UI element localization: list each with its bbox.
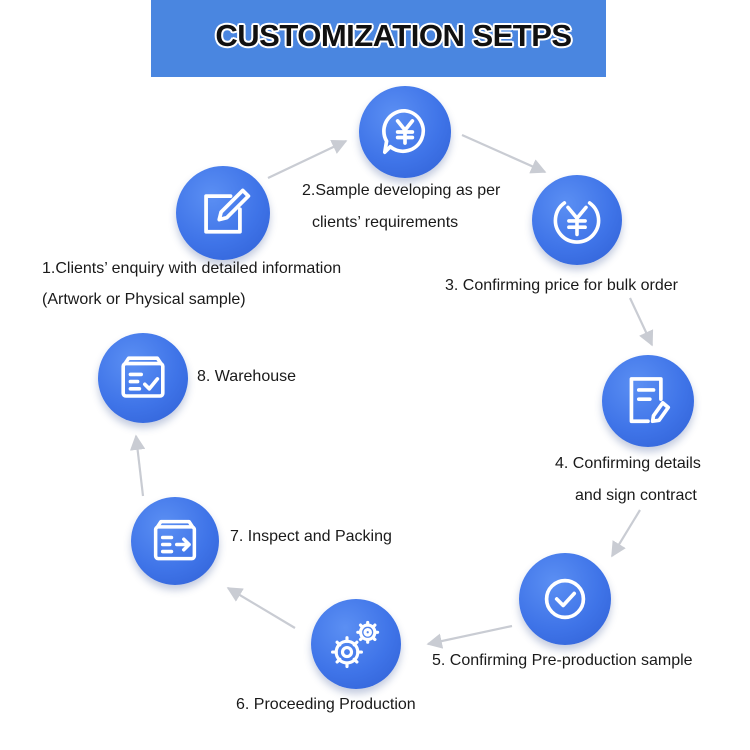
- step-8-label: 8. Warehouse: [197, 368, 297, 385]
- step-4-circle: [602, 355, 694, 447]
- yuan-chat-icon: [382, 108, 426, 155]
- step-5-circle: [519, 553, 611, 645]
- arrow-6-to-7: [226, 587, 296, 629]
- page-title: CUSTOMIZATION SETPS: [215, 18, 572, 53]
- step-4-label-line-1: 4. Confirming details: [555, 455, 701, 472]
- step-1-circle: [176, 166, 270, 260]
- yuan-coin-icon: [553, 201, 601, 244]
- step-6-circle: [311, 599, 401, 689]
- step-2-label-line-1: 2.Sample developing as per: [302, 182, 501, 199]
- step-7-circle: [131, 497, 219, 585]
- step-3-circle: [532, 175, 622, 265]
- step-8-circle: [98, 333, 188, 423]
- step-3-label: 3. Confirming price for bulk order: [445, 277, 678, 294]
- box-arrow-icon: [153, 519, 197, 561]
- check-circle-icon: [544, 578, 586, 620]
- gears-icon: [331, 620, 380, 669]
- arrow-3-to-4: [629, 297, 654, 347]
- arrow-1-to-2: [267, 139, 348, 179]
- step-6-label: 6. Proceeding Production: [236, 696, 416, 713]
- arrow-5-to-6: [426, 624, 513, 649]
- arrow-4-to-5: [611, 509, 641, 558]
- step-4-label-line-2: and sign contract: [575, 487, 697, 504]
- edit-icon: [204, 188, 251, 234]
- title-banner: [151, 0, 606, 77]
- step-2-label-line-2: clients’ requirements: [312, 214, 459, 231]
- arrow-7-to-8: [129, 434, 146, 497]
- step-2-circle: [359, 86, 451, 178]
- box-check-icon: [121, 356, 165, 398]
- step-1-label-line-1: 1.Clients’ enquiry with detailed informa…: [42, 260, 342, 277]
- step-1-label-line-2: (Artwork or Physical sample): [42, 291, 246, 308]
- arrow-2-to-3: [461, 133, 547, 174]
- step-7-label: 7. Inspect and Packing: [230, 528, 392, 545]
- contract-icon: [629, 377, 671, 424]
- step-5-label: 5. Confirming Pre-production sample: [432, 652, 693, 669]
